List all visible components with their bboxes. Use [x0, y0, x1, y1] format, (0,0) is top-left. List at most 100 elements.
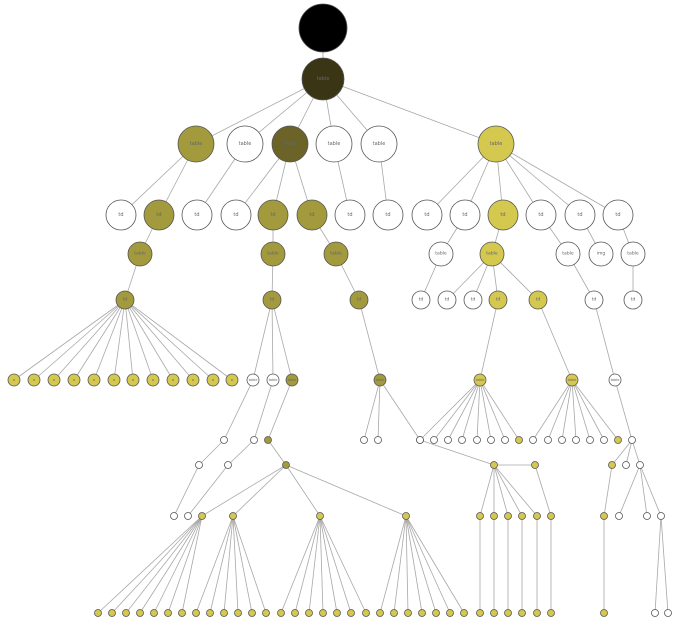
tree-node: td	[564, 199, 596, 231]
node-circle	[177, 125, 215, 163]
tree-node: td	[584, 290, 604, 310]
tree-node	[476, 512, 484, 520]
node-circle	[444, 436, 452, 444]
node-label: a	[132, 378, 134, 382]
node-label: a	[53, 378, 55, 382]
node-label: td	[500, 212, 505, 218]
tree-edge	[125, 515, 203, 614]
node-circle	[504, 609, 512, 617]
node-circle	[198, 512, 206, 520]
node-circle	[220, 199, 252, 231]
node-circle	[533, 609, 541, 617]
tree-node	[316, 512, 324, 520]
tree-node	[504, 512, 512, 520]
node-label: td	[462, 212, 467, 218]
tree-node: table	[428, 241, 454, 267]
node-label: a	[192, 378, 194, 382]
tree-node	[229, 512, 237, 520]
tree-node	[298, 3, 348, 53]
tree-node	[608, 461, 616, 469]
node-circle	[323, 241, 349, 267]
tree-edge	[593, 299, 616, 381]
tree-node	[184, 512, 192, 520]
tree-edge	[111, 515, 203, 614]
tree-node	[192, 609, 200, 617]
node-label: table	[328, 141, 341, 147]
node-circle	[600, 512, 608, 520]
tree-edge	[13, 299, 126, 381]
node-label: table	[267, 251, 279, 257]
tree-node	[533, 609, 541, 617]
tree-node	[418, 609, 426, 617]
tree-edge	[33, 299, 126, 381]
node-circle	[531, 461, 539, 469]
node-circle	[460, 609, 468, 617]
node-label: td	[577, 212, 582, 218]
tree-edge	[223, 379, 254, 441]
node-label: table	[476, 378, 485, 382]
node-circle	[430, 436, 438, 444]
tree-edge	[253, 379, 274, 441]
node-circle	[257, 199, 289, 231]
tree-edge	[187, 464, 229, 517]
node-circle	[282, 461, 290, 469]
node-circle	[349, 290, 369, 310]
node-circle	[291, 609, 299, 617]
edge-layer	[13, 28, 669, 614]
tree-node: table	[360, 125, 398, 163]
tree-node: table	[266, 373, 280, 387]
node-label: a	[73, 378, 75, 382]
node-circle	[428, 241, 454, 267]
node-circle	[615, 512, 623, 520]
tree-node: table	[608, 373, 622, 387]
tree-edge	[209, 515, 234, 614]
node-circle	[170, 512, 178, 520]
tree-edge	[379, 515, 407, 614]
node-circle	[285, 373, 299, 387]
node-label: a	[152, 378, 154, 382]
tree-node: a	[107, 373, 121, 387]
node-label: table	[611, 378, 620, 382]
node-label: td	[419, 297, 424, 303]
node-label: td	[270, 297, 275, 303]
tree-edge	[294, 515, 321, 614]
tree-node	[250, 436, 258, 444]
tree-node	[600, 609, 608, 617]
node-circle	[600, 436, 608, 444]
tree-edge	[227, 439, 255, 466]
node-circle	[525, 199, 557, 231]
node-circle	[206, 373, 220, 387]
tree-node	[136, 609, 144, 617]
tree-node	[490, 609, 498, 617]
node-circle	[181, 199, 213, 231]
tree-edge	[267, 379, 293, 441]
node-label: td	[385, 212, 390, 218]
node-circle	[206, 609, 214, 617]
tree-node: a	[225, 373, 239, 387]
tree-node	[533, 512, 541, 520]
tree-node: a	[146, 373, 160, 387]
node-circle	[248, 609, 256, 617]
tree-edge	[561, 379, 573, 441]
tree-edge	[393, 515, 407, 614]
node-circle	[446, 609, 454, 617]
tree-edge	[198, 439, 225, 466]
tree-node	[432, 609, 440, 617]
tree-edge	[377, 379, 381, 441]
tree-edge	[308, 515, 321, 614]
node-circle	[476, 512, 484, 520]
node-circle	[94, 609, 102, 617]
tree-node: td	[528, 290, 548, 310]
node-circle	[296, 199, 328, 231]
node-circle	[487, 199, 519, 231]
tree-node: table	[177, 125, 215, 163]
tree-node: td	[372, 199, 404, 231]
tree-edge	[93, 299, 126, 381]
node-circle	[184, 512, 192, 520]
tree-edge	[495, 143, 619, 216]
tree-node	[108, 609, 116, 617]
tree-node: td	[623, 290, 643, 310]
tree-edge	[611, 439, 633, 466]
node-circle	[7, 373, 21, 387]
